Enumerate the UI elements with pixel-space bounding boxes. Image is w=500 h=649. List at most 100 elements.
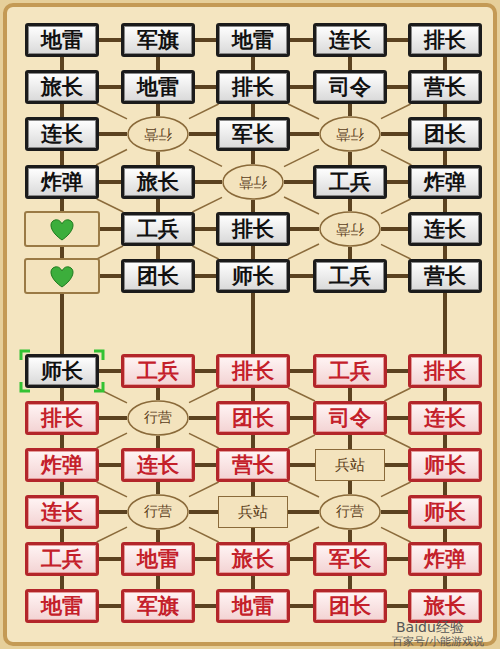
camp-circle: 行营 [127, 116, 189, 152]
piece-label: 师长 [232, 262, 274, 290]
board-line [97, 527, 127, 542]
piece-label: 连长 [137, 451, 179, 479]
board-line [97, 482, 127, 497]
board-line [251, 57, 255, 70]
red-piece: 地雷 [25, 589, 99, 623]
board-line [251, 482, 255, 496]
board-line [99, 604, 121, 608]
red-piece: 炸弹 [408, 542, 482, 576]
piece-label: 旅长 [424, 592, 466, 620]
red-piece: 师长 [408, 495, 482, 529]
black-piece: 旅长 [25, 70, 99, 104]
board-line [156, 199, 160, 212]
piece-label: 兵站 [238, 503, 268, 522]
board-line [443, 388, 447, 401]
camp-circle: 行营 [127, 400, 189, 436]
board-line [381, 482, 411, 497]
piece-label: 行营 [144, 125, 172, 143]
board-line [443, 576, 447, 589]
board-line [195, 604, 216, 608]
red-piece: 营长 [216, 448, 290, 482]
board-line [251, 246, 255, 259]
board-line [195, 227, 216, 231]
board-line [348, 57, 352, 70]
red-piece: 工兵 [25, 542, 99, 576]
piece-label: 地雷 [137, 545, 179, 573]
board-line [60, 388, 64, 401]
board-line [290, 227, 319, 231]
black-piece: 排长 [408, 23, 482, 57]
piece-label: 师长 [41, 357, 83, 385]
board-line [381, 199, 411, 214]
board-line [381, 527, 411, 542]
board-line [387, 369, 408, 373]
black-piece: 师长 [216, 259, 290, 293]
board-line [443, 246, 447, 259]
black-piece: 炸弹 [25, 165, 99, 199]
board-line [60, 104, 64, 117]
piece-label: 兵站 [335, 456, 365, 475]
piece-label: 师长 [424, 498, 466, 526]
black-piece: 师长 [25, 354, 99, 388]
piece-label: 炸弹 [424, 545, 466, 573]
watermark: 百家号/小能游戏说 [392, 634, 484, 649]
red-piece: 连长 [121, 448, 195, 482]
piece-label: 营长 [232, 451, 274, 479]
piece-label: 营长 [424, 262, 466, 290]
board-line [156, 152, 160, 165]
board-line [192, 246, 218, 259]
piece-label: 连长 [41, 120, 83, 148]
piece-label: 排长 [232, 215, 274, 243]
board-line [96, 150, 127, 166]
board-line [288, 510, 319, 514]
red-piece: 旅长 [216, 542, 290, 576]
red-piece: 团长 [216, 401, 290, 435]
camp-circle: 行营 [319, 494, 381, 530]
board-line [288, 527, 319, 542]
piece-label: 司令 [329, 404, 371, 432]
watermark: Baidu经验 [396, 619, 464, 637]
piece-label: 行营 [239, 173, 267, 191]
black-piece: 团长 [408, 117, 482, 151]
board-line [381, 132, 408, 136]
board-line [99, 85, 121, 89]
black-piece: 工兵 [313, 165, 387, 199]
piece-label: 地雷 [41, 592, 83, 620]
board-line [195, 38, 216, 42]
board-line [195, 463, 216, 467]
piece-label: 行营 [144, 409, 172, 427]
board-line [387, 180, 408, 184]
black-piece: 地雷 [216, 23, 290, 57]
board-line [290, 132, 319, 136]
piece-label: 排长 [424, 357, 466, 385]
board-line [384, 388, 410, 401]
piece-label: 团长 [137, 262, 179, 290]
board-line [189, 416, 216, 420]
board-line [288, 244, 319, 259]
board-line [189, 104, 219, 119]
board-line [443, 199, 447, 212]
board-line [284, 149, 319, 166]
board-line [290, 604, 313, 608]
black-piece: 排长 [216, 70, 290, 104]
board-line [60, 57, 64, 70]
board-line [284, 197, 319, 214]
red-piece: 工兵 [313, 354, 387, 388]
piece-label: 排长 [232, 357, 274, 385]
board-line [156, 246, 160, 259]
board-line [443, 151, 447, 165]
piece-label: 连长 [41, 498, 83, 526]
board-line [60, 435, 64, 448]
board-line [290, 369, 313, 373]
piece-label: 行营 [336, 503, 364, 521]
black-piece: 团长 [121, 259, 195, 293]
board-line [348, 576, 352, 589]
board-line [189, 388, 219, 403]
piece-label: 炸弹 [41, 168, 83, 196]
board-line [387, 416, 408, 420]
selection-corners [21, 351, 103, 391]
red-piece: 排长 [216, 354, 290, 388]
camp-circle: 行营 [319, 116, 381, 152]
board-line [443, 104, 447, 117]
red-piece: 地雷 [216, 589, 290, 623]
